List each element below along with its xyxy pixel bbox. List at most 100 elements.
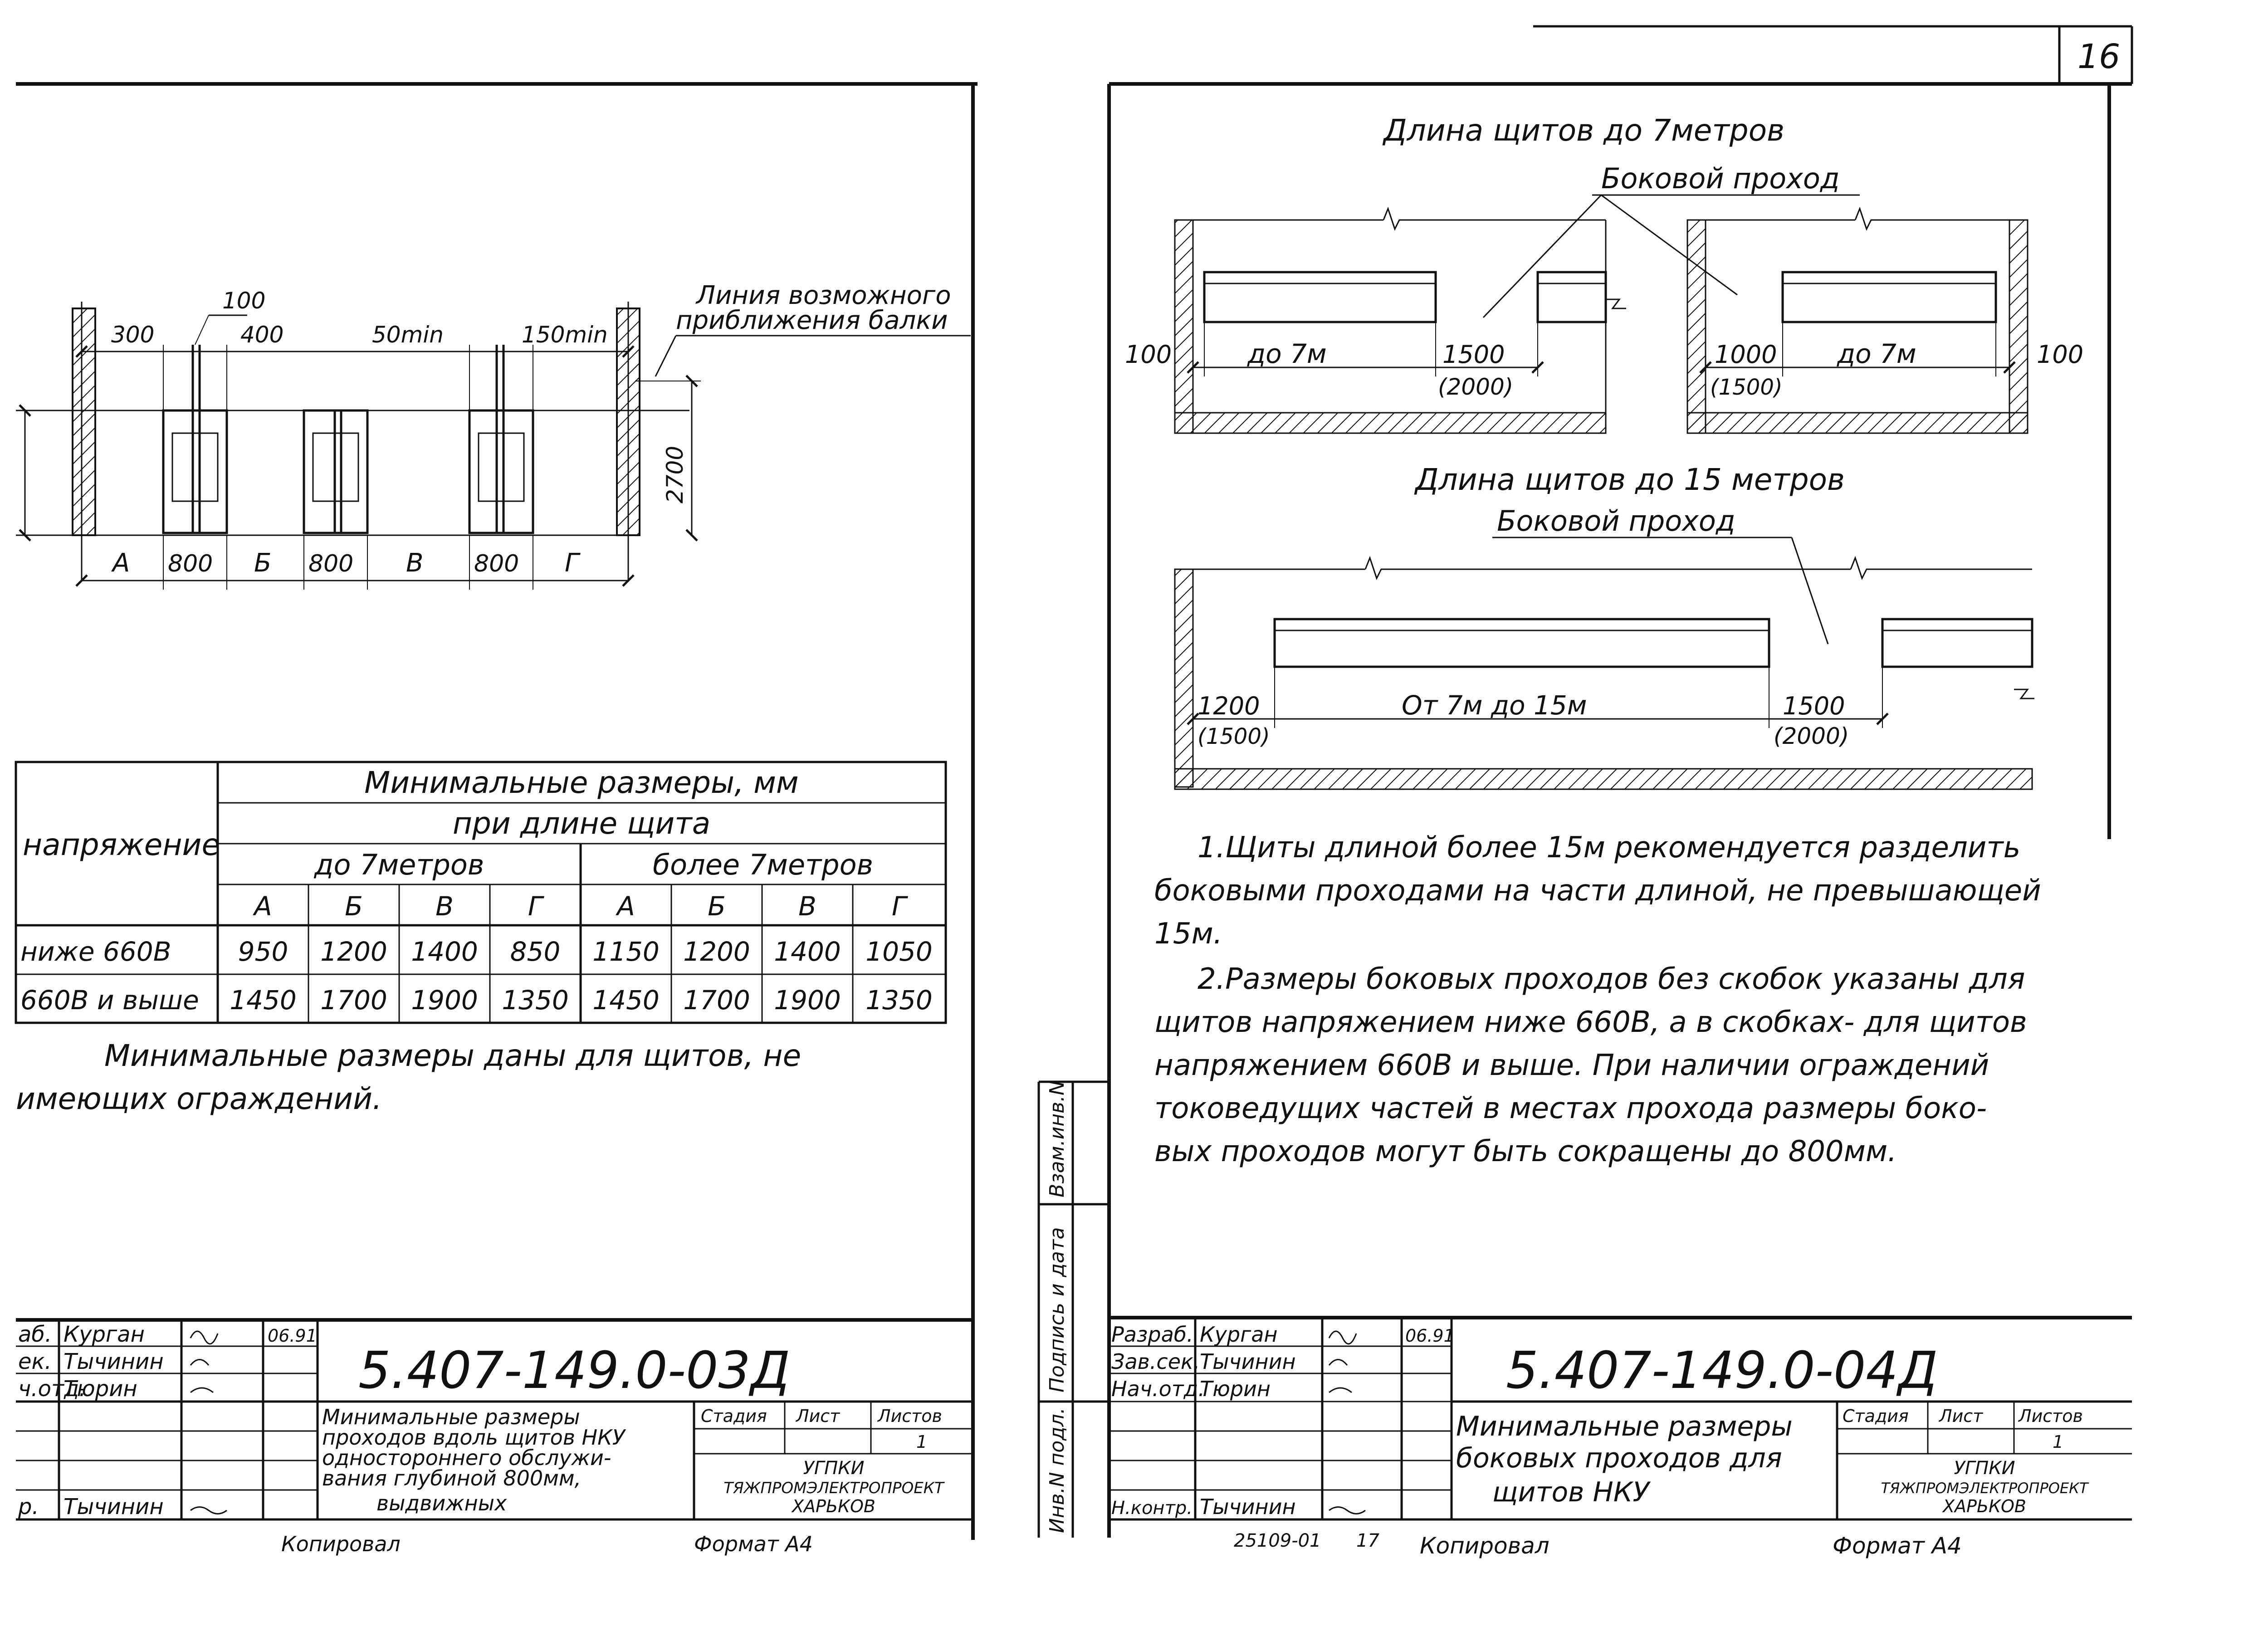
col-header: В xyxy=(798,891,816,922)
dim-150min: 150min xyxy=(522,322,608,348)
left-note-line1: Минимальные размеры даны для щитов, не xyxy=(104,1038,801,1073)
sheet-label: Лист xyxy=(795,1406,841,1426)
table-header-main: Минимальные размеры, мм xyxy=(364,765,798,800)
diagram1-aisle-label: Боковой проход xyxy=(1601,162,1840,195)
side-label: Взам.инв.N xyxy=(1046,1080,1069,1197)
date: 06.91 xyxy=(268,1326,317,1346)
left-doc-number: 5.407-149.0-03Д xyxy=(358,1341,790,1400)
module-1: 800 xyxy=(168,550,213,577)
dim: 1500 xyxy=(1783,692,1845,720)
dim-100: 100 xyxy=(222,288,265,314)
table-cell: 1700 xyxy=(320,985,387,1016)
gap-a: А xyxy=(111,548,130,578)
dim: до 7м xyxy=(1247,338,1327,369)
dim: От 7м до 15м xyxy=(1402,690,1587,721)
role: ек. xyxy=(18,1349,52,1374)
side-label: Инв.N подл. xyxy=(1046,1407,1069,1533)
dim: 1200 xyxy=(1198,692,1260,720)
col-header: А xyxy=(252,891,272,922)
signer-name: Тычинин xyxy=(1200,1349,1296,1374)
table-cell: 1350 xyxy=(865,985,933,1016)
dim-2700: 2700 xyxy=(662,446,688,503)
gap-v: В xyxy=(406,548,423,578)
sheets-value: 1 xyxy=(916,1432,927,1452)
table-col-headers: А Б В Г А Б В Г xyxy=(252,891,909,922)
table-cell: 1700 xyxy=(683,985,750,1016)
signer-name: Курган xyxy=(1200,1322,1278,1347)
table-cell: 1900 xyxy=(774,985,841,1016)
sheets-label: Листов xyxy=(2018,1406,2083,1426)
footer-num: 17 xyxy=(1356,1530,1379,1551)
gap-g: Г xyxy=(565,548,581,578)
cabinet-plan: 100 300 400 50min 150min 2700 А 800 Б 80… xyxy=(16,281,971,590)
role: ч.отд. xyxy=(18,1376,86,1402)
side-approval-strip: Взам.инв.N Подпись и дата Инв.N подл. xyxy=(1037,1080,1109,1538)
col-header: Б xyxy=(345,891,363,922)
right-sheet: 16 Длина щитов до 7метров Боковой проход xyxy=(1037,25,2133,1559)
right-title-line: щитов НКУ xyxy=(1492,1476,1651,1508)
clearance-table: Минимальные размеры, мм при длине щита д… xyxy=(15,761,947,1024)
col-header: А xyxy=(615,891,635,922)
cabinet-3 xyxy=(468,345,534,534)
table-cell: 950 xyxy=(238,936,288,967)
org-line3: ХАРЬКОВ xyxy=(791,1496,875,1516)
role: аб. xyxy=(18,1322,52,1347)
note-line: боковыми проходами на части длиной, не п… xyxy=(1154,874,2041,908)
dim-400: 400 xyxy=(240,322,284,348)
date: 06.91 xyxy=(1405,1326,1455,1346)
table-header-sub: при длине щита xyxy=(453,806,710,841)
dim: 100 xyxy=(1125,340,1172,369)
left-sheet: 100 300 400 50min 150min 2700 А 800 Б 80… xyxy=(15,82,978,1556)
table-cell: 1050 xyxy=(865,936,933,967)
beam-note-line1: Линия возможного xyxy=(695,281,951,310)
col-header: В xyxy=(435,891,454,922)
left-title-line: одностороннего обслужи- xyxy=(322,1446,611,1470)
note-line: токоведущих частей в местах прохода разм… xyxy=(1154,1092,1987,1125)
dim: до 7м xyxy=(1837,338,1916,369)
col-header: Б xyxy=(708,891,726,922)
dim: (1500) xyxy=(1198,724,1270,749)
role: Нач.отд. xyxy=(1111,1377,1205,1401)
table-group-1: до 7метров xyxy=(314,848,484,881)
sheets-value: 1 xyxy=(2053,1432,2063,1452)
left-title-line: Минимальные размеры xyxy=(322,1405,580,1429)
right-footer-copy: Копировал xyxy=(1420,1533,1549,1559)
page-number: 16 xyxy=(2077,37,2120,76)
note-line: 2.Размеры боковых проходов без скобок ук… xyxy=(1198,962,2025,996)
cabinet-1 xyxy=(162,345,228,534)
diagram-up-to-15m: Длина щитов до 15 метров Боковой проход … xyxy=(1174,462,2034,790)
col-header: Г xyxy=(528,891,545,922)
dim: (2000) xyxy=(1774,723,1849,749)
signature-marks xyxy=(190,1330,227,1514)
org-line1: УГПКИ xyxy=(1954,1458,2015,1479)
stage-label: Стадия xyxy=(701,1406,767,1426)
signer-name: Курган xyxy=(64,1322,145,1347)
org-line1: УГПКИ xyxy=(803,1458,864,1479)
row-label: 660В и выше xyxy=(20,985,199,1016)
diagram-up-to-7m: Длина щитов до 7метров Боковой проход 10… xyxy=(1125,113,2083,434)
signature-marks xyxy=(1328,1330,1366,1514)
table-group-2: более 7метров xyxy=(653,848,873,881)
role: Н.контр. xyxy=(1111,1498,1193,1519)
table-cell: 1900 xyxy=(411,985,478,1016)
left-title-block: аб. ек. ч.отд. р. Курган Тычинин Тюрин Т… xyxy=(16,1318,973,1556)
module-3: 800 xyxy=(474,550,519,577)
table-cell: 1450 xyxy=(592,985,660,1016)
role: р. xyxy=(18,1494,39,1519)
table-voltage-label: напряжение xyxy=(23,827,220,862)
org-line3: ХАРЬКОВ xyxy=(1942,1496,2026,1516)
left-title-line: выдвижных xyxy=(376,1491,507,1515)
signer-name: Тычинин xyxy=(64,1349,164,1374)
table-cell: 1150 xyxy=(592,936,660,967)
org-line2: ТЯЖПРОМЭЛЕКТРОПРОЕКТ xyxy=(1881,1480,2089,1497)
note-line: 15м. xyxy=(1154,917,1222,951)
org-line2: ТЯЖПРОМЭЛЕКТРОПРОЕКТ xyxy=(723,1479,945,1497)
right-title-line: Минимальные размеры xyxy=(1456,1411,1793,1442)
sheets-label: Листов xyxy=(877,1406,942,1426)
left-wall xyxy=(72,308,96,536)
dim: 1500 xyxy=(1442,340,1505,369)
table-cell: 1400 xyxy=(774,936,841,967)
left-note-line2: имеющих ограждений. xyxy=(16,1081,382,1116)
dim-300: 300 xyxy=(111,322,154,348)
